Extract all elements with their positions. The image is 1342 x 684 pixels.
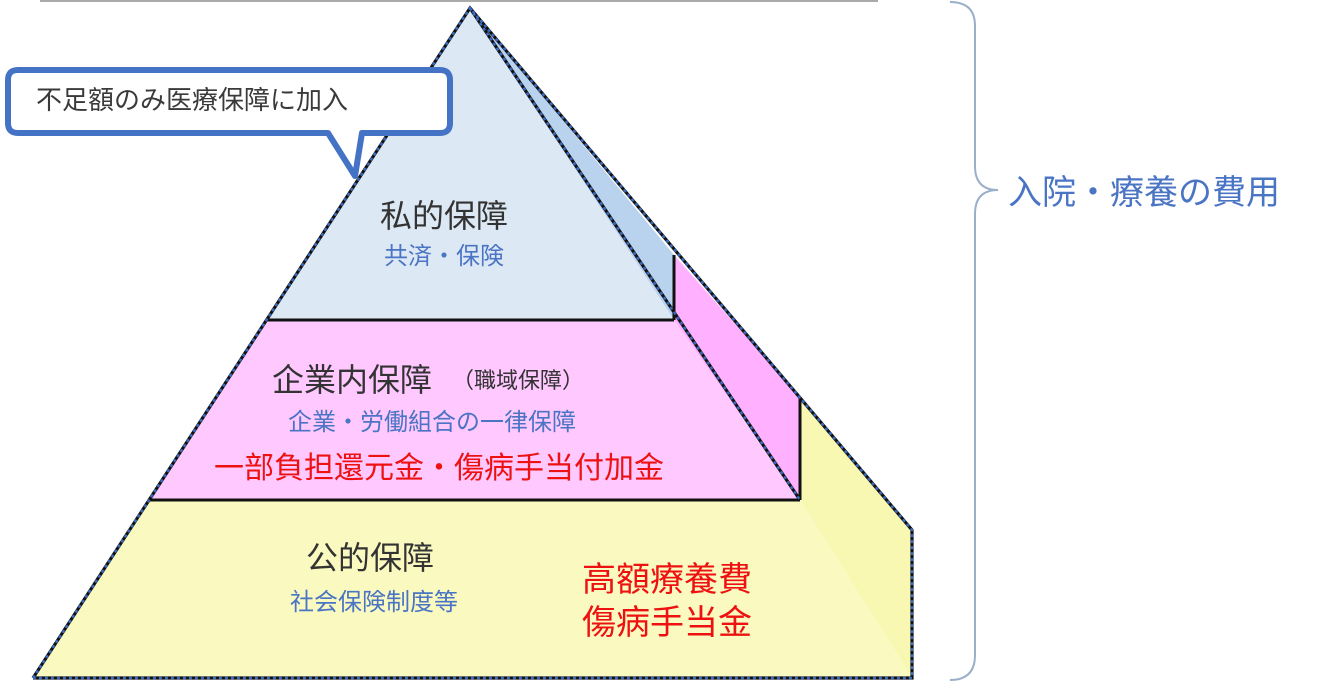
private-tier-title: 私的保障 [380,197,509,235]
public-tier-face [33,500,912,678]
brace-label: 入院・療養の費用 [1008,173,1280,213]
public-tier-benefit-2: 傷病手当金 [582,603,752,643]
public-tier-title: 公的保障 [306,539,435,577]
right-brace [949,1,999,681]
tier-edges [150,255,802,502]
corporate-tier-subtitle: 企業・労働組合の一律保障 [288,408,576,436]
corporate-tier-title-note: （職域保障） [452,369,585,394]
public-side-face [800,397,912,678]
pyramid-outline-dashed [31,5,914,680]
private-tier-subtitle: 共済・保険 [384,242,504,270]
corporate-tier-title: 企業内保障 [272,361,433,399]
callout-bubble [5,67,453,179]
corporate-tier-face [150,320,800,500]
corporate-side-face [674,255,800,500]
public-tier-benefit-1: 高額療養費 [582,560,752,600]
public-tier-subtitle: 社会保険制度等 [290,588,458,616]
corporate-tier-benefits: 一部負担還元金・傷病手当付加金 [214,451,664,486]
private-tier-face [267,8,674,320]
callout-text: 不足額のみ医療保障に加入 [36,86,349,116]
